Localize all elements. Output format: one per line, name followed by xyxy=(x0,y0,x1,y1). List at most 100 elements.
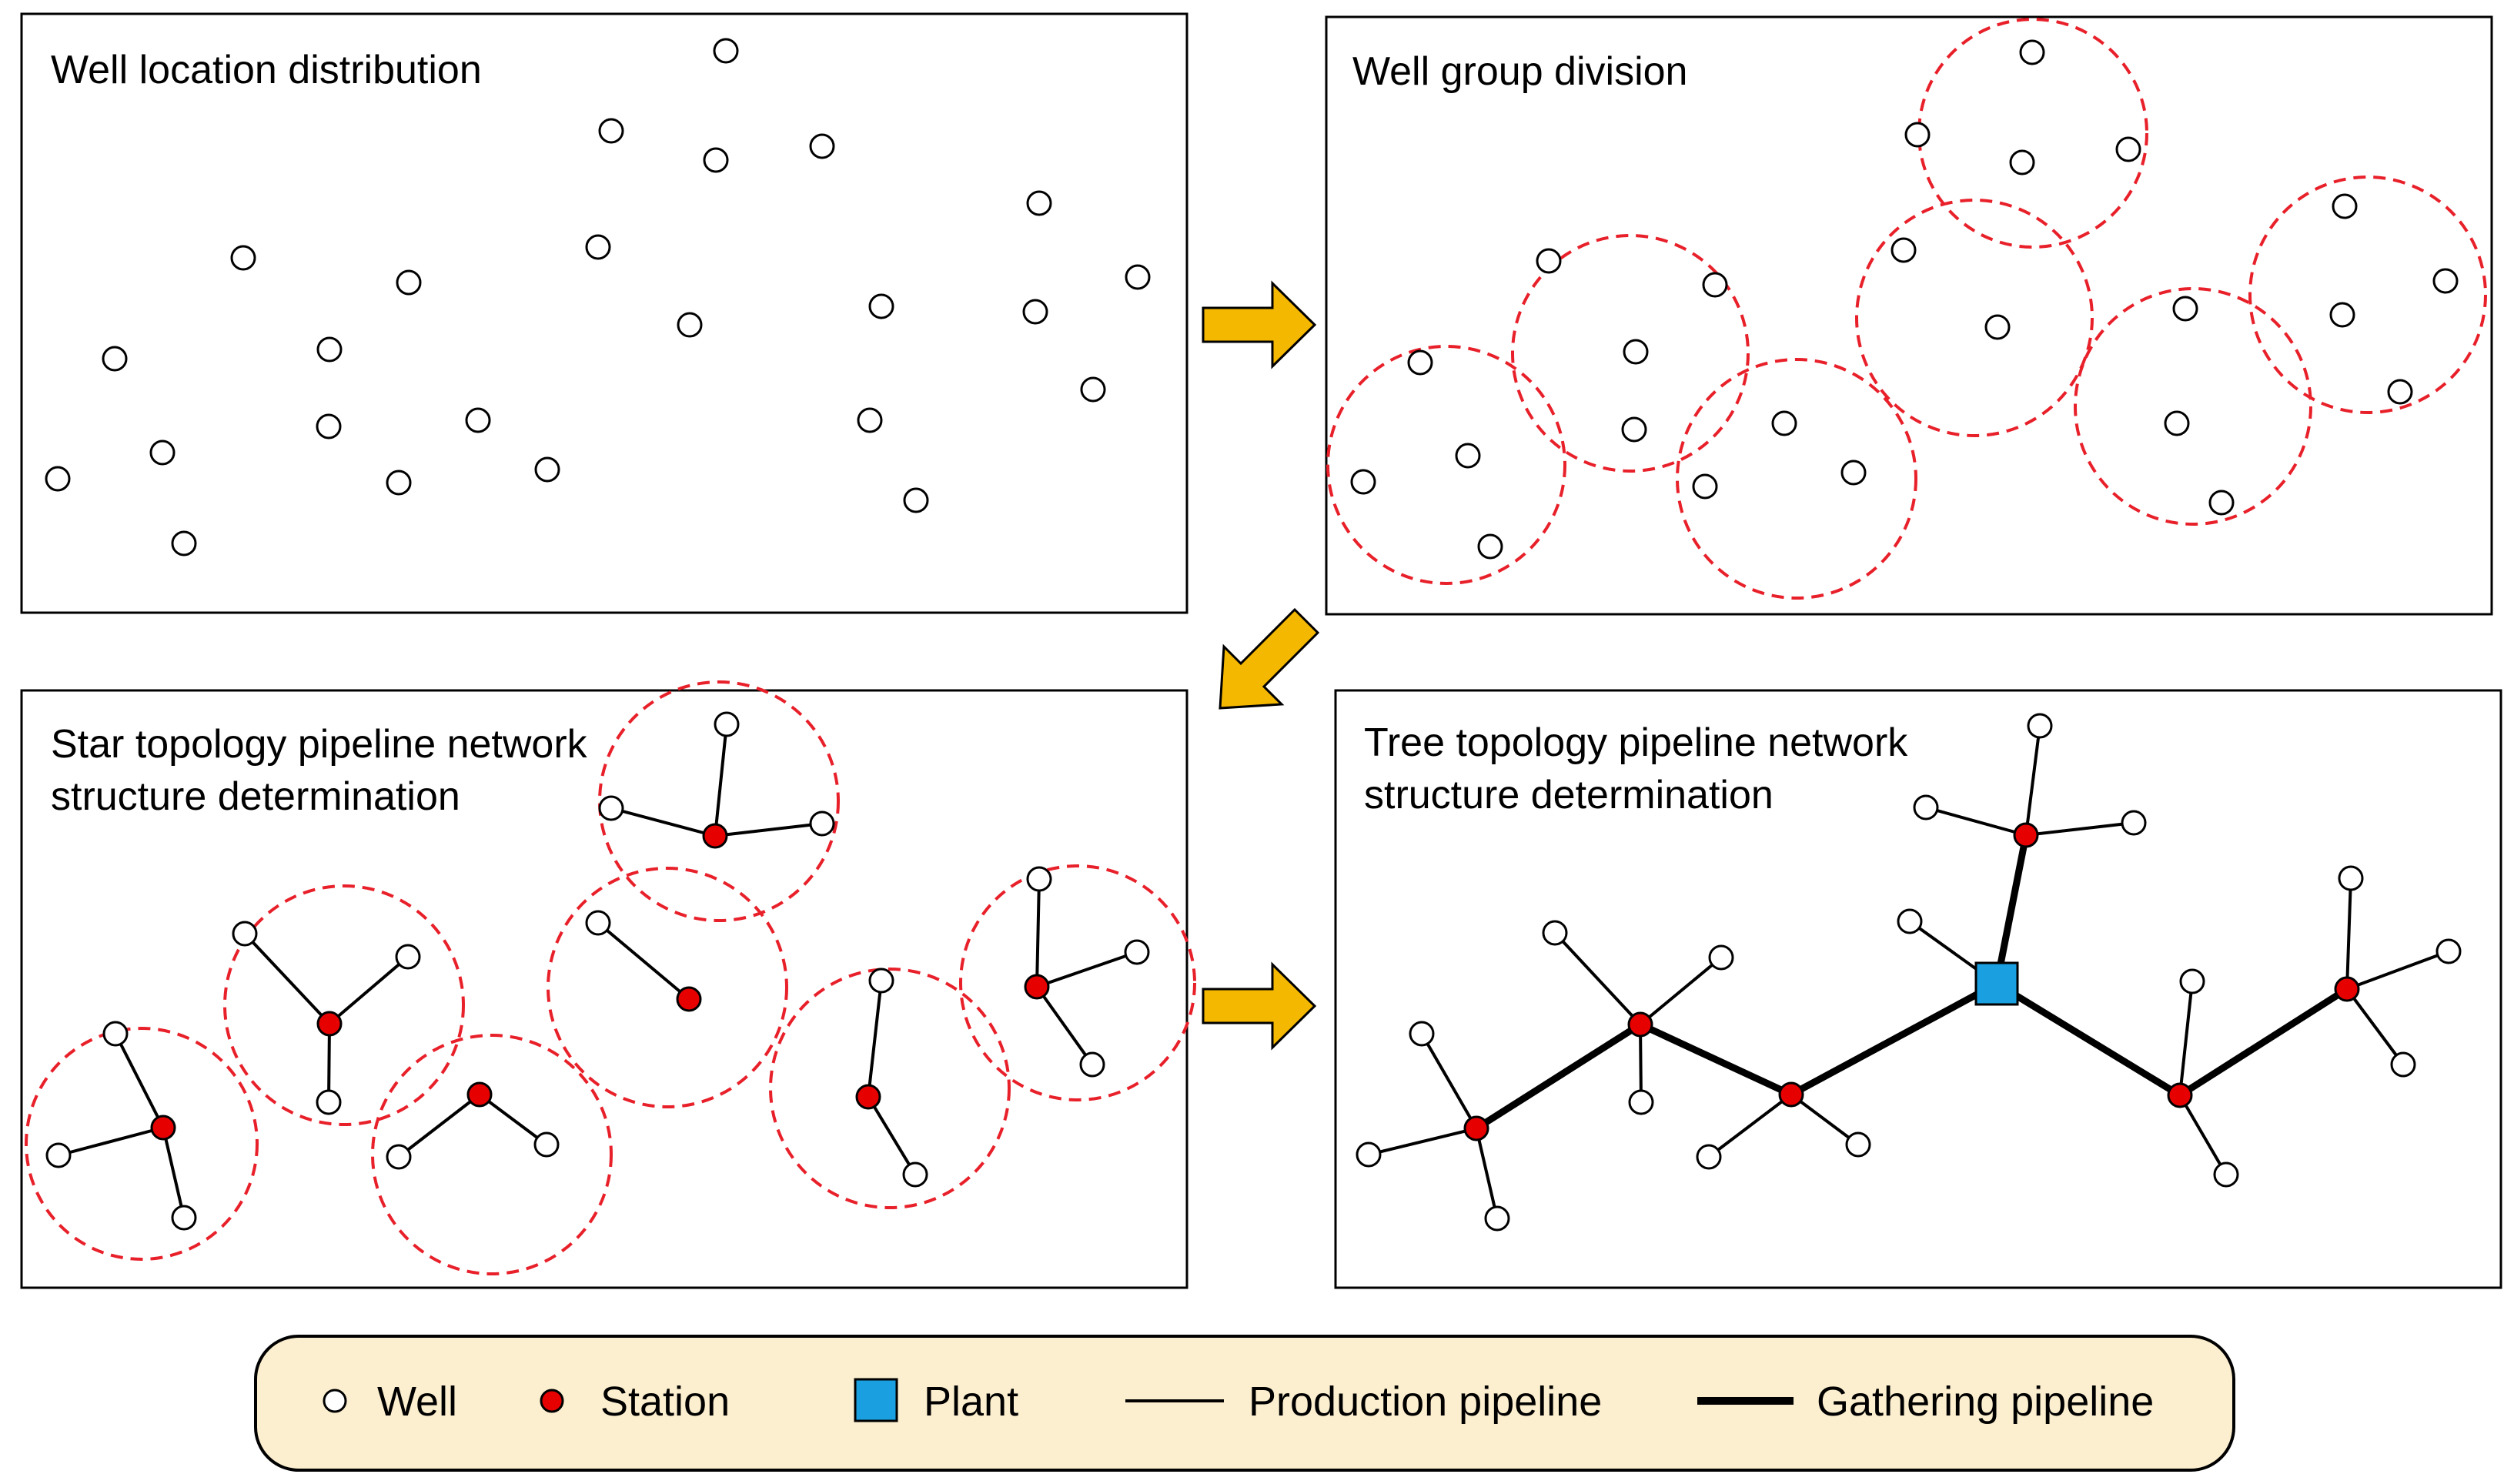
well-group-circle xyxy=(1511,234,1750,473)
station-marker xyxy=(1627,1011,1653,1038)
production-pipeline xyxy=(1639,1024,1643,1103)
station-marker xyxy=(855,1084,881,1110)
well-marker xyxy=(857,407,883,433)
production-pipeline xyxy=(867,1095,917,1176)
well-marker xyxy=(1702,272,1728,298)
production-pipeline xyxy=(2024,725,2041,836)
well-marker xyxy=(868,293,894,319)
production-pipeline xyxy=(2178,981,2194,1096)
well-marker xyxy=(2009,149,2035,175)
plant-icon xyxy=(1974,961,2019,1006)
well-marker xyxy=(1356,1141,1382,1168)
production-pipeline xyxy=(714,724,728,837)
panel-star-wells xyxy=(45,711,1150,1231)
well-marker xyxy=(1350,469,1376,495)
well-marker xyxy=(2121,810,2147,836)
production-pipeline xyxy=(597,921,690,1001)
well-marker xyxy=(1913,794,1939,821)
production-pipeline xyxy=(328,955,410,1025)
well-marker xyxy=(2027,713,2053,739)
well-marker xyxy=(1771,410,1797,436)
well-marker xyxy=(1079,1051,1105,1078)
well-marker xyxy=(1840,460,1867,486)
production-pipeline xyxy=(1790,1093,1860,1146)
well-group-circle xyxy=(959,864,1196,1101)
well-group-circle xyxy=(25,1027,259,1261)
panel-title-tree-line1: Tree topology pipeline network xyxy=(1364,720,1908,765)
production-pipeline xyxy=(1420,1033,1478,1129)
station-marker xyxy=(150,1115,176,1141)
legend-plant-icon xyxy=(854,1378,898,1422)
panel-well-location-wells xyxy=(45,38,1151,556)
station-marker xyxy=(466,1081,493,1108)
production-pipeline xyxy=(1036,951,1138,988)
production-pipeline xyxy=(2178,1094,2228,1176)
production-pipeline xyxy=(2345,988,2405,1066)
legend-well-icon xyxy=(323,1389,347,1413)
well-marker xyxy=(1984,314,2011,340)
well-marker xyxy=(902,1161,928,1188)
well-group-circle xyxy=(371,1034,613,1275)
well-marker xyxy=(1124,939,1150,965)
well-marker xyxy=(1542,920,1568,946)
well-marker xyxy=(868,968,894,994)
panel-group-division-circles xyxy=(1326,18,2487,600)
well-marker xyxy=(809,811,835,837)
well-marker xyxy=(2213,1161,2239,1188)
well-marker xyxy=(903,487,929,513)
gathering-pipeline xyxy=(1994,981,2182,1098)
well-marker xyxy=(1623,339,1649,365)
panel-group-division-wells xyxy=(1350,39,2459,560)
panel-tree-gathering-pipelines xyxy=(1474,834,2349,1131)
well-marker xyxy=(2432,268,2459,294)
production-pipeline xyxy=(2025,821,2135,837)
panel-tree-wells xyxy=(1356,713,2462,1232)
well-marker xyxy=(1455,443,1481,469)
well-marker xyxy=(2338,865,2364,891)
panel-title-tree-line2: structure determination xyxy=(1364,773,1774,817)
well-marker xyxy=(2329,302,2355,328)
well-marker xyxy=(1692,473,1718,500)
well-marker xyxy=(598,795,624,821)
well-marker xyxy=(533,1131,560,1158)
well-marker xyxy=(2164,410,2190,436)
gathering-pipeline xyxy=(1474,1021,1643,1131)
panel-star-topology-frame xyxy=(20,689,1188,1289)
well-marker xyxy=(2115,136,2141,162)
well-marker xyxy=(1477,533,1503,560)
production-pipeline xyxy=(478,1093,548,1146)
gathering-pipeline xyxy=(2178,986,2349,1098)
well-marker xyxy=(1022,299,1048,325)
well-marker xyxy=(703,147,729,173)
production-pipeline xyxy=(162,1127,186,1218)
production-pipeline xyxy=(114,1033,165,1128)
panel-title-well-location: Well location distribution xyxy=(51,48,482,92)
well-marker xyxy=(585,910,611,936)
station-marker xyxy=(1024,974,1050,1000)
production-pipeline xyxy=(58,1126,164,1157)
production-pipeline xyxy=(243,932,331,1025)
well-marker xyxy=(386,1144,412,1170)
legend-well-label: Well xyxy=(377,1379,457,1425)
production-pipeline xyxy=(1035,878,1041,988)
well-marker xyxy=(1026,866,1052,892)
legend-box xyxy=(254,1335,2235,1472)
well-marker xyxy=(1897,908,1923,934)
panel-tree-production-pipelines xyxy=(1368,725,2449,1219)
legend-station-label: Station xyxy=(600,1379,730,1425)
well-marker xyxy=(396,269,422,296)
production-pipeline xyxy=(2345,877,2352,990)
well-marker xyxy=(2390,1051,2416,1078)
well-marker xyxy=(171,530,197,556)
well-marker xyxy=(713,38,739,64)
well-group-circle xyxy=(2248,175,2487,414)
gathering-pipeline xyxy=(1789,981,1999,1098)
well-marker xyxy=(1845,1131,1871,1158)
well-marker xyxy=(171,1205,197,1231)
legend-station-icon xyxy=(540,1389,564,1413)
production-pipeline xyxy=(1553,931,1642,1026)
well-marker xyxy=(1407,349,1433,376)
well-marker xyxy=(534,456,560,483)
well-group-circle xyxy=(547,867,788,1108)
well-marker xyxy=(2172,296,2198,322)
